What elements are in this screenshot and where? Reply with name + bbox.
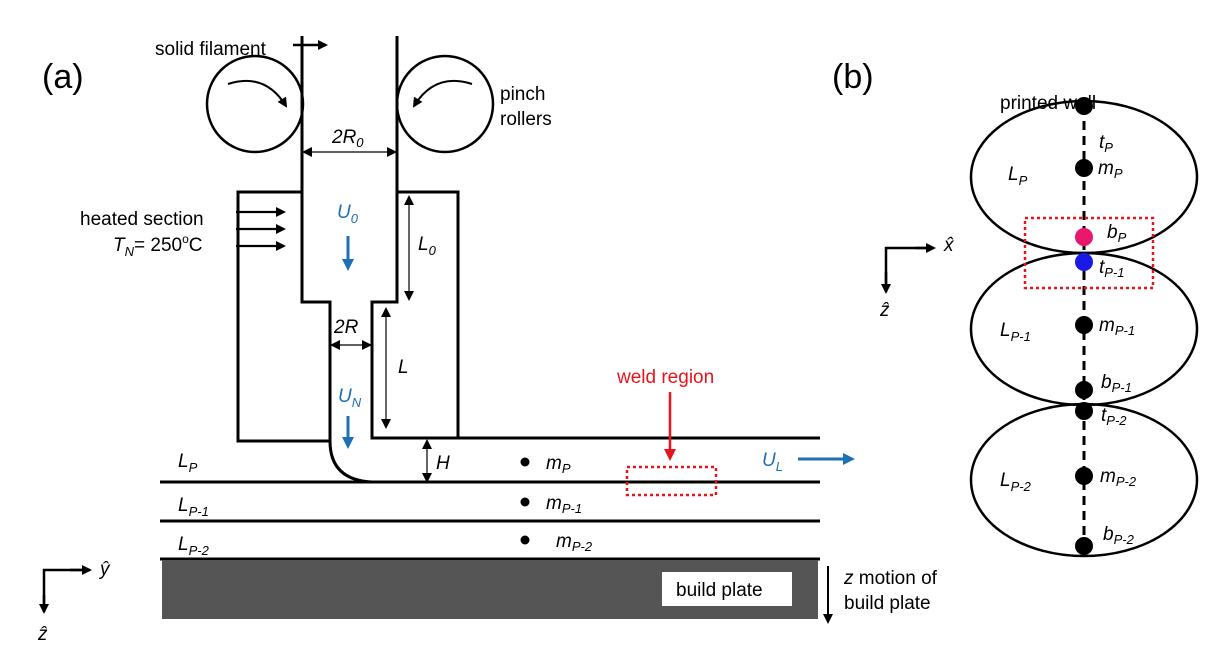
L0-label: L0 [418, 234, 437, 258]
build-plate-label-box [662, 572, 792, 606]
label-b-P-1: bP-1 [1101, 372, 1132, 395]
axis-a-y-label: ŷ [98, 559, 111, 580]
point-m-P-1 [1075, 316, 1093, 334]
z-motion-label-2: build plate [844, 593, 931, 614]
point-b-P-2 [1075, 537, 1093, 555]
midpoint-P-1-dot [520, 497, 530, 507]
nozzle-outer-right [397, 190, 460, 438]
layer-label-P-1: LP-1 [178, 495, 209, 519]
label-b-P: bP [1107, 222, 1127, 245]
point-t-P [1075, 97, 1093, 115]
midpoint-P-dot [520, 457, 530, 467]
midpoint-P-2-label: mP-2 [556, 531, 593, 554]
H-label: H [436, 453, 450, 474]
weld-region-label: weld region [616, 367, 714, 388]
point-b-P-1 [1075, 381, 1093, 399]
layer-label-P-2: LP-2 [178, 534, 210, 558]
axis-b-x-label: x̂ [943, 235, 955, 256]
label-b-P-2: bP-2 [1103, 524, 1135, 547]
UN-label: UN [338, 386, 362, 410]
weld-region-box [625, 465, 718, 497]
point-m-P-2 [1075, 467, 1093, 485]
weld-region-box-b [1023, 216, 1155, 290]
label-m-P-1: mP-1 [1099, 315, 1135, 338]
left-roller-rotation-icon [227, 79, 288, 108]
heated-section-label: heated section [80, 209, 204, 230]
pinch-rollers-label-2: rollers [500, 109, 552, 130]
axis-a-frame [42, 568, 88, 612]
panel-a-label: (a) [42, 58, 84, 96]
label-t-P-2: tP-2 [1101, 405, 1127, 428]
twoR0-label: 2R0 [331, 127, 364, 150]
z-motion-label-1: z motion of [843, 568, 938, 589]
pinch-rollers-label-1: pinch [500, 84, 545, 105]
heated-temperature-label: TN= 250oC [113, 232, 203, 259]
axis-b-z-label: ẑ [879, 300, 890, 321]
axis-b-frame [884, 246, 930, 290]
UL-label: UL [762, 450, 783, 474]
point-b-P [1075, 228, 1093, 246]
label-m-P: mP [1098, 158, 1123, 181]
label-t-P-1: tP-1 [1099, 257, 1125, 280]
left-pinch-roller [205, 54, 305, 154]
label-m-P-2: mP-2 [1100, 466, 1137, 489]
point-t-P-2 [1075, 402, 1093, 420]
midpoint-P-1-label: mP-1 [546, 493, 582, 516]
printed-wall-title: printed wall [1000, 93, 1096, 114]
L-label: L [398, 357, 409, 378]
nozzle-outer-left [236, 190, 330, 443]
right-pinch-roller [395, 54, 495, 154]
layer-label-P: LP [178, 451, 198, 475]
midpoint-P-2-dot [520, 535, 530, 545]
right-roller-rotation-icon [412, 79, 473, 108]
point-t-P-1 [1075, 253, 1093, 271]
midpoint-P-label: mP [546, 453, 571, 476]
solid-filament-label: solid filament [155, 39, 267, 60]
label-t-P: tP [1099, 132, 1113, 155]
twoR-label: 2R [333, 317, 359, 338]
axis-a-z-label: ẑ [37, 624, 48, 645]
wall-layer-label-P-2: LP-2 [1000, 470, 1032, 494]
nozzle-inner-right [370, 192, 820, 440]
wall-layer-label-P: LP [1008, 164, 1028, 188]
U0-label: U0 [337, 202, 359, 226]
wall-layer-label-P-1: LP-1 [1000, 320, 1031, 344]
panel-b-label: (b) [832, 58, 874, 96]
point-m-P [1075, 159, 1093, 177]
build-plate-label: build plate [676, 580, 763, 601]
